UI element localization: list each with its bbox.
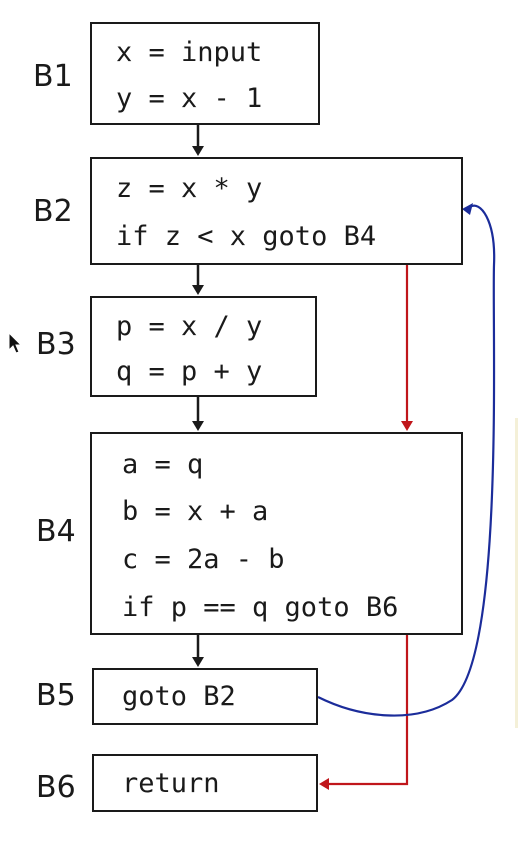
edge-b1-to-b2 (192, 125, 204, 156)
edge-b3-to-b4 (192, 397, 204, 431)
code-line: if z < x goto B4 (116, 221, 377, 252)
block-b1: x = input y = x - 1 (90, 22, 320, 125)
edge-b4-to-b5 (192, 635, 204, 667)
block-label-b4: B4 (36, 514, 76, 549)
code-line: c = 2a - b (122, 544, 285, 575)
code-line: p = x / y (116, 311, 263, 342)
edge-b5-to-b2 (317, 203, 496, 717)
block-label-b6: B6 (36, 770, 76, 805)
code-line: z = x * y (116, 173, 263, 204)
block-b5: goto B2 (92, 668, 318, 725)
code-line: x = input (116, 37, 263, 68)
block-label-b1: B1 (33, 59, 73, 94)
edge-b2-to-b4 (401, 265, 413, 431)
block-label-b2: B2 (33, 194, 73, 229)
block-b4: a = q b = x + a c = 2a - b if p == q got… (90, 432, 463, 635)
code-line: q = p + y (116, 356, 263, 387)
code-line: goto B2 (122, 681, 236, 712)
code-line: return (122, 768, 220, 799)
code-line: if p == q goto B6 (122, 592, 399, 623)
code-line: y = x - 1 (116, 83, 263, 114)
right-edge-strip (515, 418, 518, 728)
block-b6: return (92, 754, 318, 812)
block-b3: p = x / y q = p + y (90, 296, 317, 397)
edge-b2-to-b3 (192, 265, 204, 295)
block-label-b3: B3 (36, 327, 76, 362)
mouse-pointer-icon (8, 332, 23, 354)
block-b2: z = x * y if z < x goto B4 (90, 157, 463, 265)
code-line: a = q (122, 449, 204, 480)
block-label-b5: B5 (36, 678, 76, 713)
edge-b4-to-b6 (319, 635, 409, 790)
code-line: b = x + a (122, 496, 269, 527)
